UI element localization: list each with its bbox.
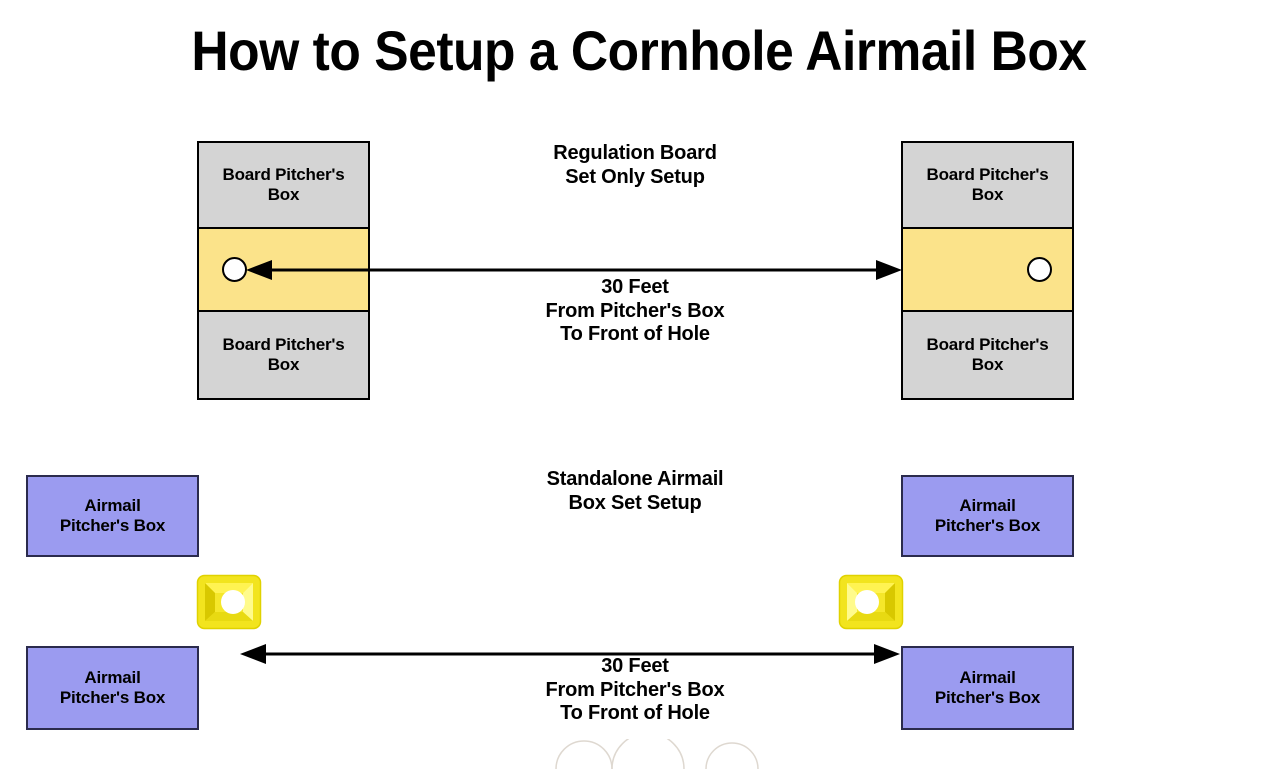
- page-title: How to Setup a Cornhole Airmail Box: [191, 19, 1087, 82]
- regulation-right-bottom-pitchers-box: Board Pitcher's Box: [901, 310, 1074, 400]
- airmail-left-bottom-pitchers-box: Airmail Pitcher's Box: [26, 646, 199, 730]
- airmail-right-box-unit: [838, 574, 904, 630]
- bag-arc-center: [611, 739, 685, 769]
- bag-arcs-decoration: [555, 739, 759, 769]
- regulation-left-top-pitchers-box-label: Board Pitcher's Box: [222, 164, 345, 204]
- regulation-left-top-pitchers-box: Board Pitcher's Box: [197, 141, 370, 229]
- airmail-distance-label: 30 Feet From Pitcher's Box To Front of H…: [545, 655, 725, 725]
- airmail-right-bottom-pitchers-box: Airmail Pitcher's Box: [901, 646, 1074, 730]
- regulation-left-bottom-pitchers-box-label: Board Pitcher's Box: [222, 334, 345, 374]
- regulation-right-top-pitchers-box: Board Pitcher's Box: [901, 141, 1074, 229]
- regulation-distance-label: 30 Feet From Pitcher's Box To Front of H…: [545, 276, 725, 346]
- airmail-right-bottom-pitchers-box-label: Airmail Pitcher's Box: [934, 667, 1041, 707]
- bag-arc-left: [555, 740, 613, 769]
- airmail-left-bottom-pitchers-box-label: Airmail Pitcher's Box: [59, 667, 166, 707]
- airmail-right-top-pitchers-box-label: Airmail Pitcher's Box: [934, 495, 1041, 535]
- regulation-left-bottom-pitchers-box: Board Pitcher's Box: [197, 310, 370, 400]
- airmail-left-top-pitchers-box-label: Airmail Pitcher's Box: [59, 495, 166, 535]
- airmail-setup-heading: Standalone Airmail Box Set Setup: [546, 468, 724, 514]
- airmail-left-top-pitchers-box: Airmail Pitcher's Box: [26, 475, 199, 557]
- regulation-right-top-pitchers-box-label: Board Pitcher's Box: [926, 164, 1049, 204]
- regulation-setup-heading: Regulation Board Set Only Setup: [553, 142, 717, 188]
- regulation-right-bottom-pitchers-box-label: Board Pitcher's Box: [926, 334, 1049, 374]
- airmail-box-icon: [196, 574, 262, 630]
- airmail-distance-arrow: [240, 644, 900, 664]
- bag-arc-right: [705, 742, 759, 769]
- airmail-box-icon: [838, 574, 904, 630]
- regulation-right-board-hole: [1027, 257, 1052, 282]
- regulation-left-board-hole: [222, 257, 247, 282]
- airmail-right-top-pitchers-box: Airmail Pitcher's Box: [901, 475, 1074, 557]
- airmail-left-box-unit: [196, 574, 262, 630]
- regulation-distance-arrow: [246, 260, 902, 280]
